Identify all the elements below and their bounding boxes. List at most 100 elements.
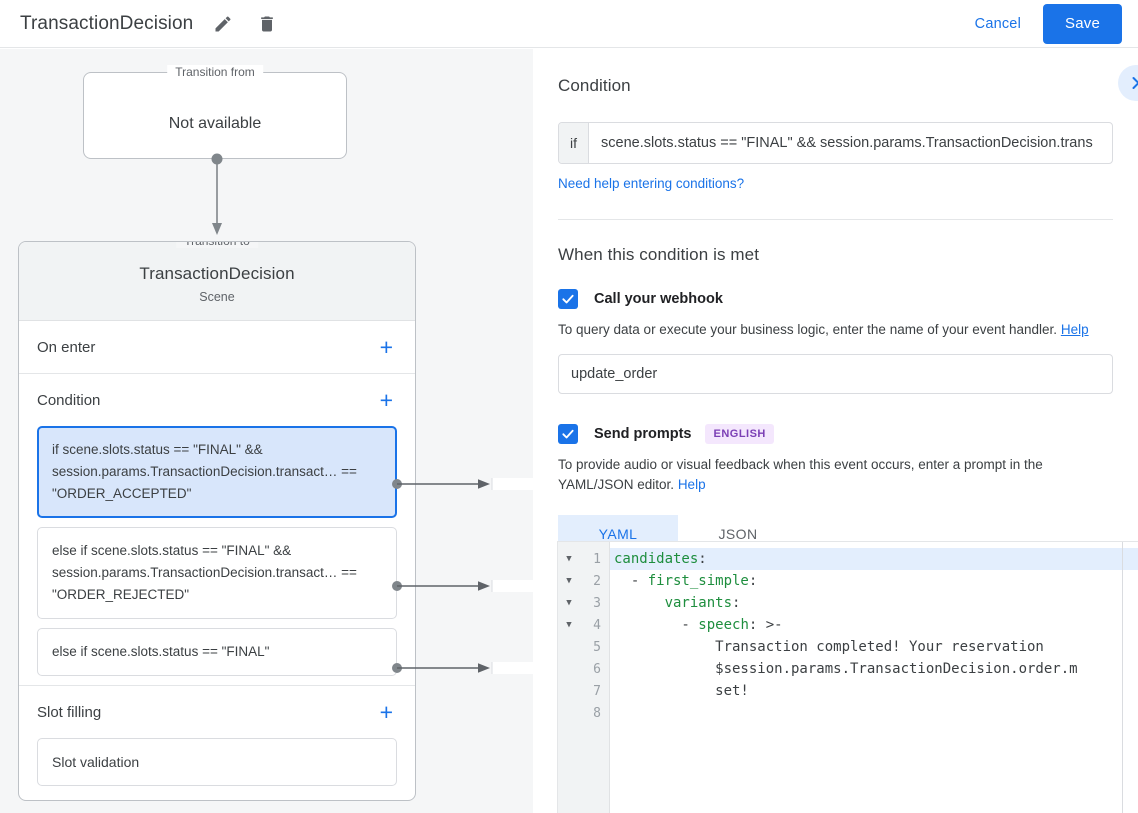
webhook-checkbox-row: Call your webhook — [558, 289, 1113, 309]
section-title-on-enter: On enter — [37, 338, 96, 356]
editor-code-line[interactable]: Transaction completed! Your reservation — [610, 636, 1138, 658]
code-token: candidates — [614, 551, 699, 567]
code-token: Transaction completed! Your reservation — [614, 639, 1044, 655]
editor-code-line[interactable]: candidates: — [610, 548, 1138, 570]
condition-expression-input[interactable] — [589, 123, 1112, 163]
section-header: Condition + — [37, 374, 397, 426]
trash-icon[interactable] — [253, 10, 281, 38]
webhook-description: To query data or execute your business l… — [558, 320, 1110, 340]
editor-line-number: ▼4 — [558, 614, 609, 636]
condition-input-row[interactable]: if — [558, 122, 1113, 164]
tab-json[interactable]: JSON — [718, 526, 758, 542]
top-app-bar: TransactionDecision Cancel Save — [0, 0, 1138, 48]
line-number: 8 — [593, 705, 601, 721]
editor-code-line[interactable]: variants: — [610, 592, 1138, 614]
webhook-label: Call your webhook — [594, 291, 723, 307]
line-number: 7 — [593, 683, 601, 699]
condition-if-prefix: if — [559, 123, 589, 163]
webhook-handler-input[interactable] — [558, 354, 1113, 394]
condition-list-item[interactable]: else if scene.slots.status == "FINAL" &&… — [37, 527, 397, 619]
code-token: $session.params.TransactionDecision.orde… — [614, 661, 1078, 677]
prompts-label: Send prompts — [594, 426, 692, 442]
code-token: first_simple — [647, 573, 749, 589]
print-margin-line — [1122, 542, 1123, 813]
add-slot-filling-button[interactable]: + — [379, 698, 393, 725]
editor-line-number: ▼2 — [558, 570, 609, 592]
line-number: 5 — [593, 639, 601, 655]
editor-line-number: ▼3 — [558, 592, 609, 614]
when-met-title: When this condition is met — [558, 245, 760, 264]
transition-arrow — [209, 153, 225, 242]
editor-gutter[interactable]: ▼1▼2▼3▼4▼5▼6▼7▼8 — [558, 542, 610, 813]
section-on-enter: On enter + — [19, 321, 415, 374]
condition-connector-2 — [392, 556, 533, 616]
editor-line-number: ▼8 — [558, 702, 609, 724]
condition-list-item[interactable]: else if scene.slots.status == "FINAL" — [37, 628, 397, 676]
prompts-help-link[interactable]: Help — [677, 477, 706, 492]
cancel-button[interactable]: Cancel — [963, 8, 1033, 40]
section-title-condition: Condition — [37, 391, 101, 409]
webhook-checkbox[interactable] — [558, 289, 578, 309]
code-token: set! — [614, 683, 749, 699]
code-token: variants — [664, 595, 733, 611]
yaml-code-editor[interactable]: ▼1▼2▼3▼4▼5▼6▼7▼8 candidates: - first_sim… — [557, 541, 1138, 813]
editor-line-number: ▼1 — [558, 548, 609, 570]
line-number: 1 — [593, 551, 601, 567]
transition-from-legend: Transition from — [167, 65, 263, 79]
editor-code-line[interactable]: $session.params.TransactionDecision.orde… — [610, 658, 1138, 680]
section-title-slot-filling: Slot filling — [37, 703, 102, 721]
editor-line-number: ▼7 — [558, 680, 609, 702]
transition-to-card: Transition to TransactionDecision Scene … — [18, 241, 416, 801]
section-header: On enter + — [37, 321, 397, 373]
webhook-help-link[interactable]: Help — [1060, 322, 1089, 337]
chevron-right-icon[interactable] — [1118, 65, 1138, 101]
code-token: - — [614, 573, 648, 589]
prompts-checkbox-row: Send prompts ENGLISH — [558, 424, 1113, 444]
condition-section-title: Condition — [558, 76, 631, 95]
transition-to-legend: Transition to — [176, 242, 258, 248]
section-condition: Condition + if scene.slots.status == "FI… — [19, 374, 415, 686]
scene-type: Scene — [199, 290, 235, 304]
fold-triangle-icon[interactable]: ▼ — [566, 554, 572, 564]
code-token: : — [748, 573, 758, 589]
section-header: Slot filling + — [37, 686, 397, 738]
language-badge: ENGLISH — [705, 424, 774, 444]
editor-line-number: ▼6 — [558, 658, 609, 680]
code-token — [614, 595, 665, 611]
condition-connector-1 — [392, 454, 533, 514]
transition-from-card: Transition from Not available — [83, 65, 347, 159]
editor-code-line[interactable]: - first_simple: — [610, 570, 1138, 592]
section-slot-filling: Slot filling + Slot validation — [19, 686, 415, 786]
line-number: 6 — [593, 661, 601, 677]
editor-code-area[interactable]: candidates: - first_simple: variants: - … — [610, 542, 1138, 813]
scene-header[interactable]: TransactionDecision Scene — [19, 242, 415, 321]
code-token: speech — [698, 617, 749, 633]
line-number: 2 — [593, 573, 601, 589]
when-condition-met-section: When this condition is met Call your web… — [533, 220, 1138, 553]
editor-code-line[interactable] — [610, 702, 1138, 724]
prompts-description: To provide audio or visual feedback when… — [558, 455, 1110, 495]
condition-editor-section: Condition if Need help entering conditio… — [533, 49, 1138, 220]
line-number: 3 — [593, 595, 601, 611]
condition-help-link[interactable]: Need help entering conditions? — [558, 176, 745, 191]
section-divider — [558, 219, 1113, 220]
save-button[interactable]: Save — [1043, 3, 1122, 44]
add-on-enter-button[interactable]: + — [379, 333, 393, 360]
fold-triangle-icon[interactable]: ▼ — [566, 576, 572, 586]
code-token: : — [698, 551, 707, 567]
pencil-icon[interactable] — [209, 10, 237, 38]
code-token: : >- — [748, 617, 783, 633]
add-condition-button[interactable]: + — [379, 386, 393, 413]
code-token: - — [614, 617, 699, 633]
condition-list-item[interactable]: if scene.slots.status == "FINAL" && sess… — [37, 426, 397, 518]
webhook-description-text: To query data or execute your business l… — [558, 322, 1058, 337]
prompts-checkbox[interactable] — [558, 424, 578, 444]
code-token: : — [732, 595, 741, 611]
slot-validation-item[interactable]: Slot validation — [37, 738, 397, 786]
fold-triangle-icon[interactable]: ▼ — [566, 620, 572, 630]
editor-code-line[interactable]: - speech: >- — [610, 614, 1138, 636]
editor-code-line[interactable]: set! — [610, 680, 1138, 702]
scene-graph-canvas[interactable]: Transition from Not available Transition… — [0, 49, 533, 813]
fold-triangle-icon[interactable]: ▼ — [566, 598, 572, 608]
editor-line-number: ▼5 — [558, 636, 609, 658]
